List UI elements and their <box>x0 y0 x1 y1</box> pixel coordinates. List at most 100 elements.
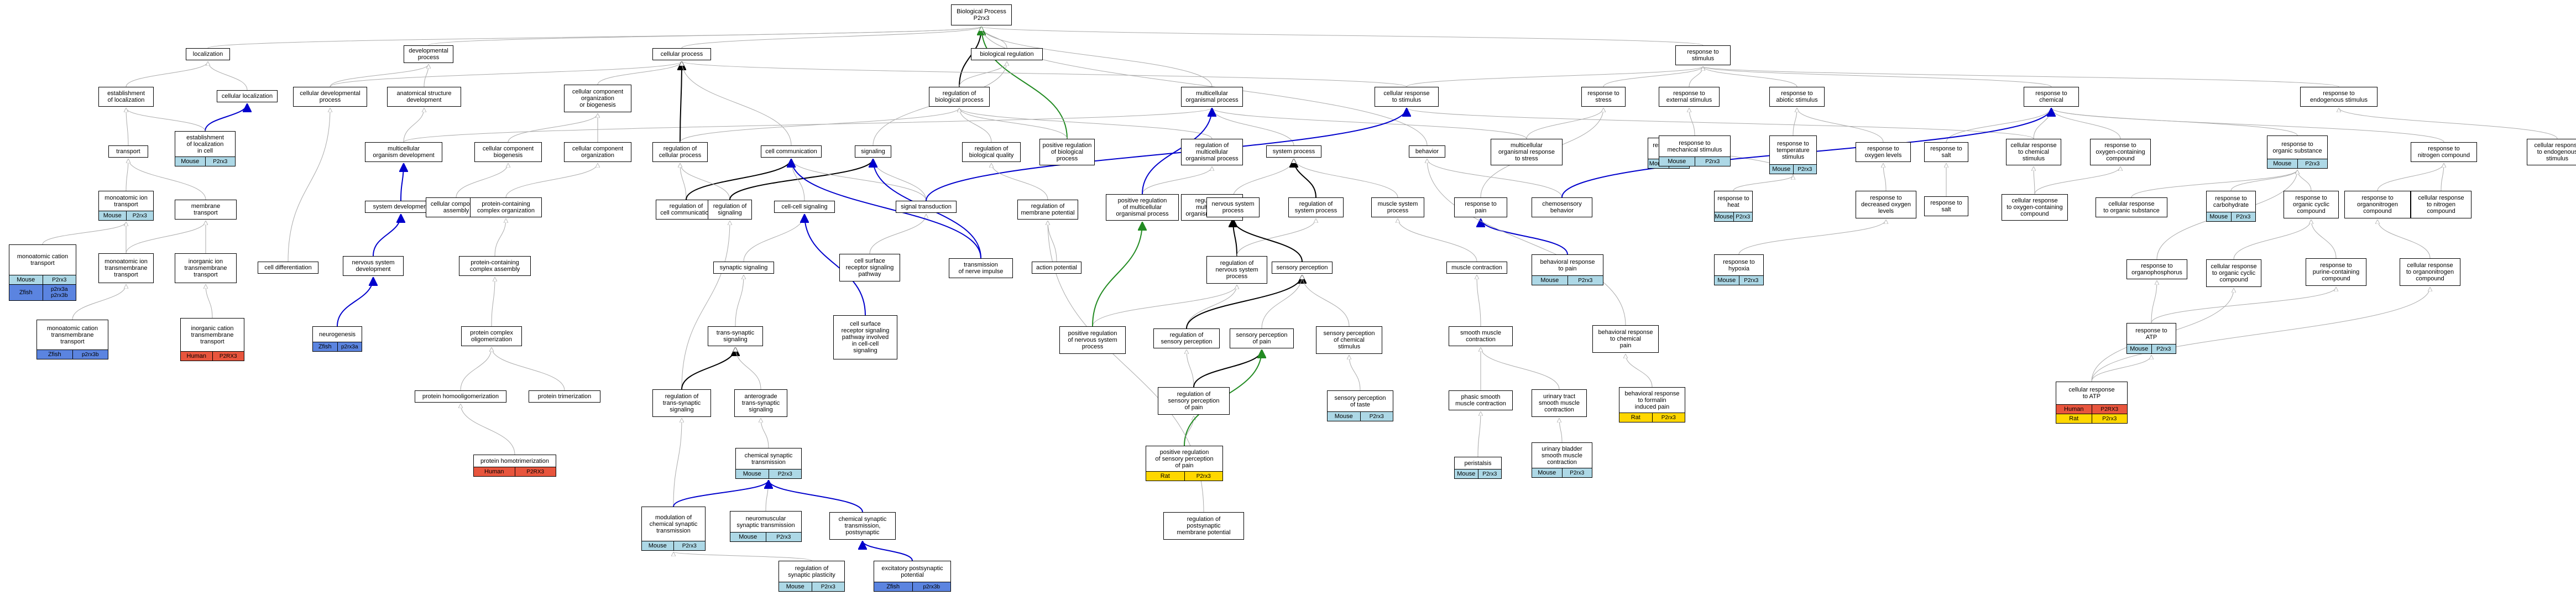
go-term-celldiff[interactable]: cell differentiation <box>258 262 318 274</box>
go-term-crendo[interactable]: cellular response to endogenous stimulus <box>2527 139 2576 165</box>
go-term-phomo[interactable]: protein homooligomerization <box>415 390 506 403</box>
go-term-ccob[interactable]: cellular component organization or bioge… <box>564 85 631 112</box>
go-term-signaling[interactable]: signaling <box>855 145 891 158</box>
go-term-sigtrans[interactable]: signal transduction <box>896 201 957 213</box>
go-term-rorgp[interactable]: response to organophosphorus <box>2126 259 2187 279</box>
go-term-mtrans[interactable]: membrane transport <box>175 200 237 220</box>
go-term-pnsp[interactable]: positive regulation of nervous system pr… <box>1059 326 1126 354</box>
go-term-crs[interactable]: cellular response to stimulus <box>1375 87 1439 107</box>
go-term-rsalt[interactable]: response to salt <box>1924 142 1968 162</box>
go-term-cdev[interactable]: cellular developmental process <box>293 87 367 107</box>
go-term-rstim[interactable]: response to stimulus <box>1675 45 1731 65</box>
go-term-tni[interactable]: transmission of nerve impulse <box>949 258 1013 278</box>
go-term-phasic[interactable]: phasic smooth muscle contraction <box>1449 390 1513 410</box>
go-term-ptrim[interactable]: protein trimerization <box>529 390 600 403</box>
go-term-musp[interactable]: muscle system process <box>1371 197 1424 217</box>
go-term-rtss[interactable]: regulation of trans-synaptic signaling <box>652 389 711 417</box>
go-term-rorgcyc[interactable]: response to organic cyclic compound <box>2284 191 2339 218</box>
go-term-bp[interactable]: Biological Process P2rx3 <box>951 4 1012 25</box>
go-term-ubladder[interactable]: urinary bladder smooth muscle contractio… <box>1532 442 1592 478</box>
go-term-asd[interactable]: anatomical structure development <box>387 87 461 107</box>
go-term-rpain[interactable]: response to pain <box>1454 197 1507 217</box>
go-term-rpurine[interactable]: response to purine-containing compound <box>2306 258 2366 286</box>
go-term-rsenpain[interactable]: regulation of sensory perception of pain <box>1158 387 1230 415</box>
go-term-ap[interactable]: action potential <box>1032 262 1081 274</box>
go-term-rnsp[interactable]: regulation of nervous system process <box>1206 256 1267 284</box>
go-term-csrsp2[interactable]: cell surface receptor signaling pathway … <box>833 315 897 359</box>
go-term-antero[interactable]: anterograde trans-synaptic signaling <box>734 389 787 417</box>
go-term-mcontr[interactable]: muscle contraction <box>1446 262 1507 274</box>
go-term-rsenp[interactable]: regulation of sensory perception <box>1153 328 1220 348</box>
go-term-rnitro[interactable]: response to nitrogen compound <box>2411 142 2477 162</box>
go-term-ccorg[interactable]: cellular component organization <box>564 142 631 162</box>
go-term-prnsp[interactable]: positive regulation of multicellular org… <box>1106 194 1179 221</box>
go-term-modev[interactable]: multicellular organism development <box>365 142 442 162</box>
go-term-estloc[interactable]: establishment of localization <box>98 87 154 107</box>
go-term-mcatmt[interactable]: monoatomic cation transmembrane transpor… <box>36 320 108 359</box>
go-term-rdecoxy[interactable]: response to decreased oxygen levels <box>1856 191 1916 218</box>
go-term-cp[interactable]: cellular process <box>652 48 711 60</box>
go-term-breg[interactable]: biological regulation <box>971 48 1043 60</box>
go-term-prbp[interactable]: positive regulation of biological proces… <box>1039 139 1095 165</box>
go-term-rext[interactable]: response to external stimulus <box>1659 87 1720 107</box>
go-term-pcco[interactable]: protein-containing complex organization <box>470 197 542 217</box>
go-term-rmemp[interactable]: regulation of membrane potential <box>1017 200 1078 220</box>
go-term-senpain[interactable]: sensory perception of pain <box>1230 328 1294 348</box>
go-term-crnit[interactable]: cellular response to nitrogen compound <box>2411 191 2472 218</box>
go-term-nsdev[interactable]: nervous system development <box>343 256 404 276</box>
go-term-ccbio[interactable]: cellular component biogenesis <box>474 142 542 162</box>
go-term-rchem[interactable]: response to chemical <box>2024 87 2079 107</box>
go-term-crox[interactable]: cellular response to oxygen-containing c… <box>2002 194 2068 221</box>
go-term-rsysp[interactable]: regulation of system process <box>1288 197 1344 217</box>
go-term-crorgcyc[interactable]: cellular response to organic cyclic comp… <box>2206 259 2261 287</box>
go-term-senchem[interactable]: sensory perception of chemical stimulus <box>1316 326 1382 354</box>
go-term-mop[interactable]: multicellular organismal process <box>1181 87 1243 107</box>
go-term-rbp[interactable]: regulation of biological process <box>929 87 990 107</box>
go-term-rorganonit[interactable]: response to organonitrogen compound <box>2344 191 2411 218</box>
go-term-rmop[interactable]: regulation of multicellular organismal p… <box>1181 139 1243 165</box>
go-term-synsig[interactable]: synaptic signaling <box>713 262 774 274</box>
go-term-inorgcat[interactable]: inorganic cation transmembrane transport… <box>180 318 244 361</box>
go-term-smc[interactable]: smooth muscle contraction <box>1449 326 1513 346</box>
go-term-pco[interactable]: protein complex oligomerization <box>461 326 522 346</box>
go-term-rtosalt[interactable]: response to salt <box>1924 196 1968 216</box>
go-term-behavior[interactable]: behavior <box>1409 145 1445 158</box>
go-term-crorg[interactable]: cellular response to organic substance <box>2096 197 2167 217</box>
go-term-chempost[interactable]: chemical synaptic transmission, postsyna… <box>829 512 896 540</box>
go-term-crorganonit[interactable]: cellular response to organonitrogen comp… <box>2400 258 2460 286</box>
go-term-ccsig[interactable]: cell-cell signaling <box>774 201 835 213</box>
go-term-urinary[interactable]: urinary tract smooth muscle contraction <box>1532 389 1587 417</box>
go-term-mionmt[interactable]: monoatomic ion transmembrane transport <box>98 253 154 283</box>
go-term-loc[interactable]: localization <box>186 48 230 60</box>
go-term-crchem[interactable]: cellular response to chemical stimulus <box>2006 139 2061 165</box>
go-term-brchem[interactable]: behavioral response to chemical pain <box>1592 325 1659 353</box>
go-term-transsyn[interactable]: trans-synaptic signaling <box>708 326 763 346</box>
go-term-cloc[interactable]: cellular localization <box>217 90 278 102</box>
go-term-rpostmem[interactable]: regulation of postsynaptic membrane pote… <box>1163 512 1244 540</box>
go-term-modchem[interactable]: modulation of chemical synaptic transmis… <box>641 507 706 551</box>
go-term-rcp[interactable]: regulation of cellular process <box>652 142 708 162</box>
go-term-sysdev[interactable]: system development <box>365 201 437 213</box>
go-term-rsig[interactable]: regulation of signaling <box>708 200 752 220</box>
go-term-rstress[interactable]: response to stress <box>1581 87 1626 107</box>
go-term-csrsp[interactable]: cell surface receptor signaling pathway <box>839 254 900 281</box>
go-term-rendo[interactable]: response to endogenous stimulus <box>2300 87 2378 107</box>
go-term-pccasm[interactable]: protein-containing complex assembly <box>459 256 531 276</box>
go-term-roxy[interactable]: response to oxygen levels <box>1856 142 1911 162</box>
